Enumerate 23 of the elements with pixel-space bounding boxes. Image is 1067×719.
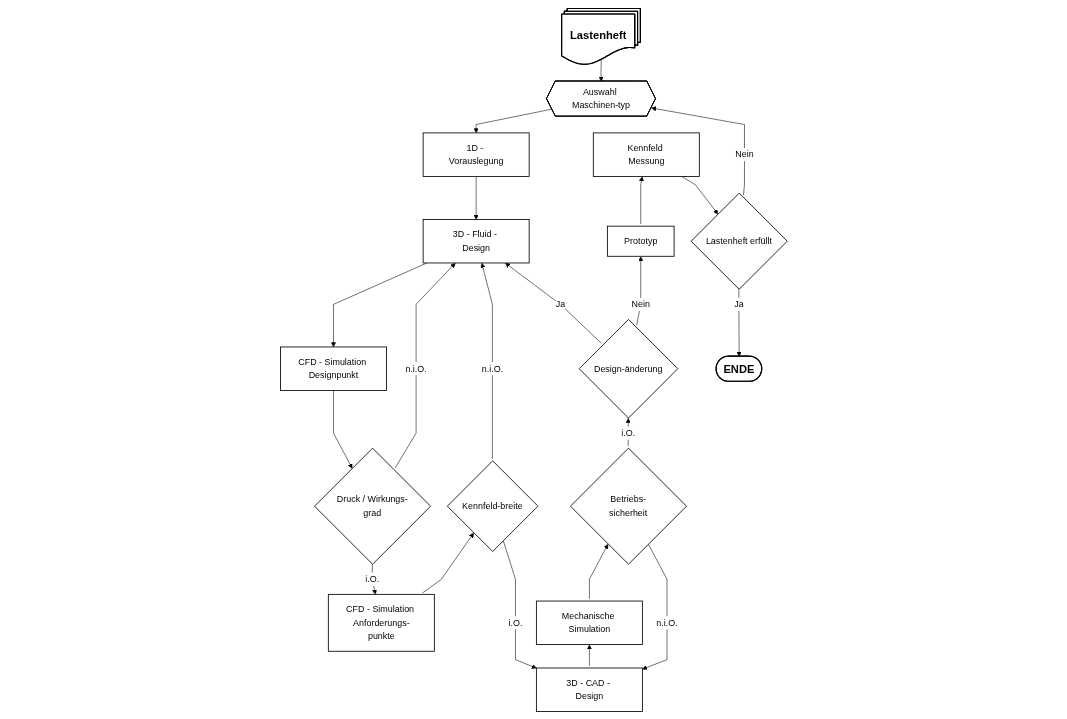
edge-label: Nein xyxy=(631,298,650,309)
edge-label: n.i.O. xyxy=(481,363,503,373)
edge-label: n.i.O. xyxy=(405,363,427,373)
node-box: CFD - Simulation Anforderungs-punkte xyxy=(327,593,435,652)
node-diamond: Design-änderung xyxy=(578,318,678,418)
edge-label: Ja xyxy=(555,298,565,309)
node-diamond: Druck / Wirkungs-grad xyxy=(313,447,431,565)
edge-label: i.O. xyxy=(364,573,379,584)
node-box: 1D - Vorauslegung xyxy=(422,131,530,177)
node-box: Mechanische Simulation xyxy=(535,600,643,645)
node-diamond: Betriebs-sicherheit xyxy=(569,447,687,565)
node-box: 3D - Fluid - Design xyxy=(422,218,530,263)
node-box: Kennfeld Messung xyxy=(592,131,700,177)
node-box: Prototyp xyxy=(606,225,675,257)
node-diamond: Kennfeld-breite xyxy=(446,459,539,552)
node-box: CFD - Simulation Designpunkt xyxy=(279,346,387,391)
edge-label: Ja xyxy=(733,298,744,309)
edge-label: i.O. xyxy=(620,427,635,438)
node-diamond: Lastenheft erfüllt xyxy=(690,192,788,290)
edge-label: Nein xyxy=(734,149,754,159)
edge-label: i.O. xyxy=(508,617,523,627)
edge-label: n.i.O. xyxy=(655,617,678,627)
node-box: 3D - CAD - Design xyxy=(535,667,643,712)
